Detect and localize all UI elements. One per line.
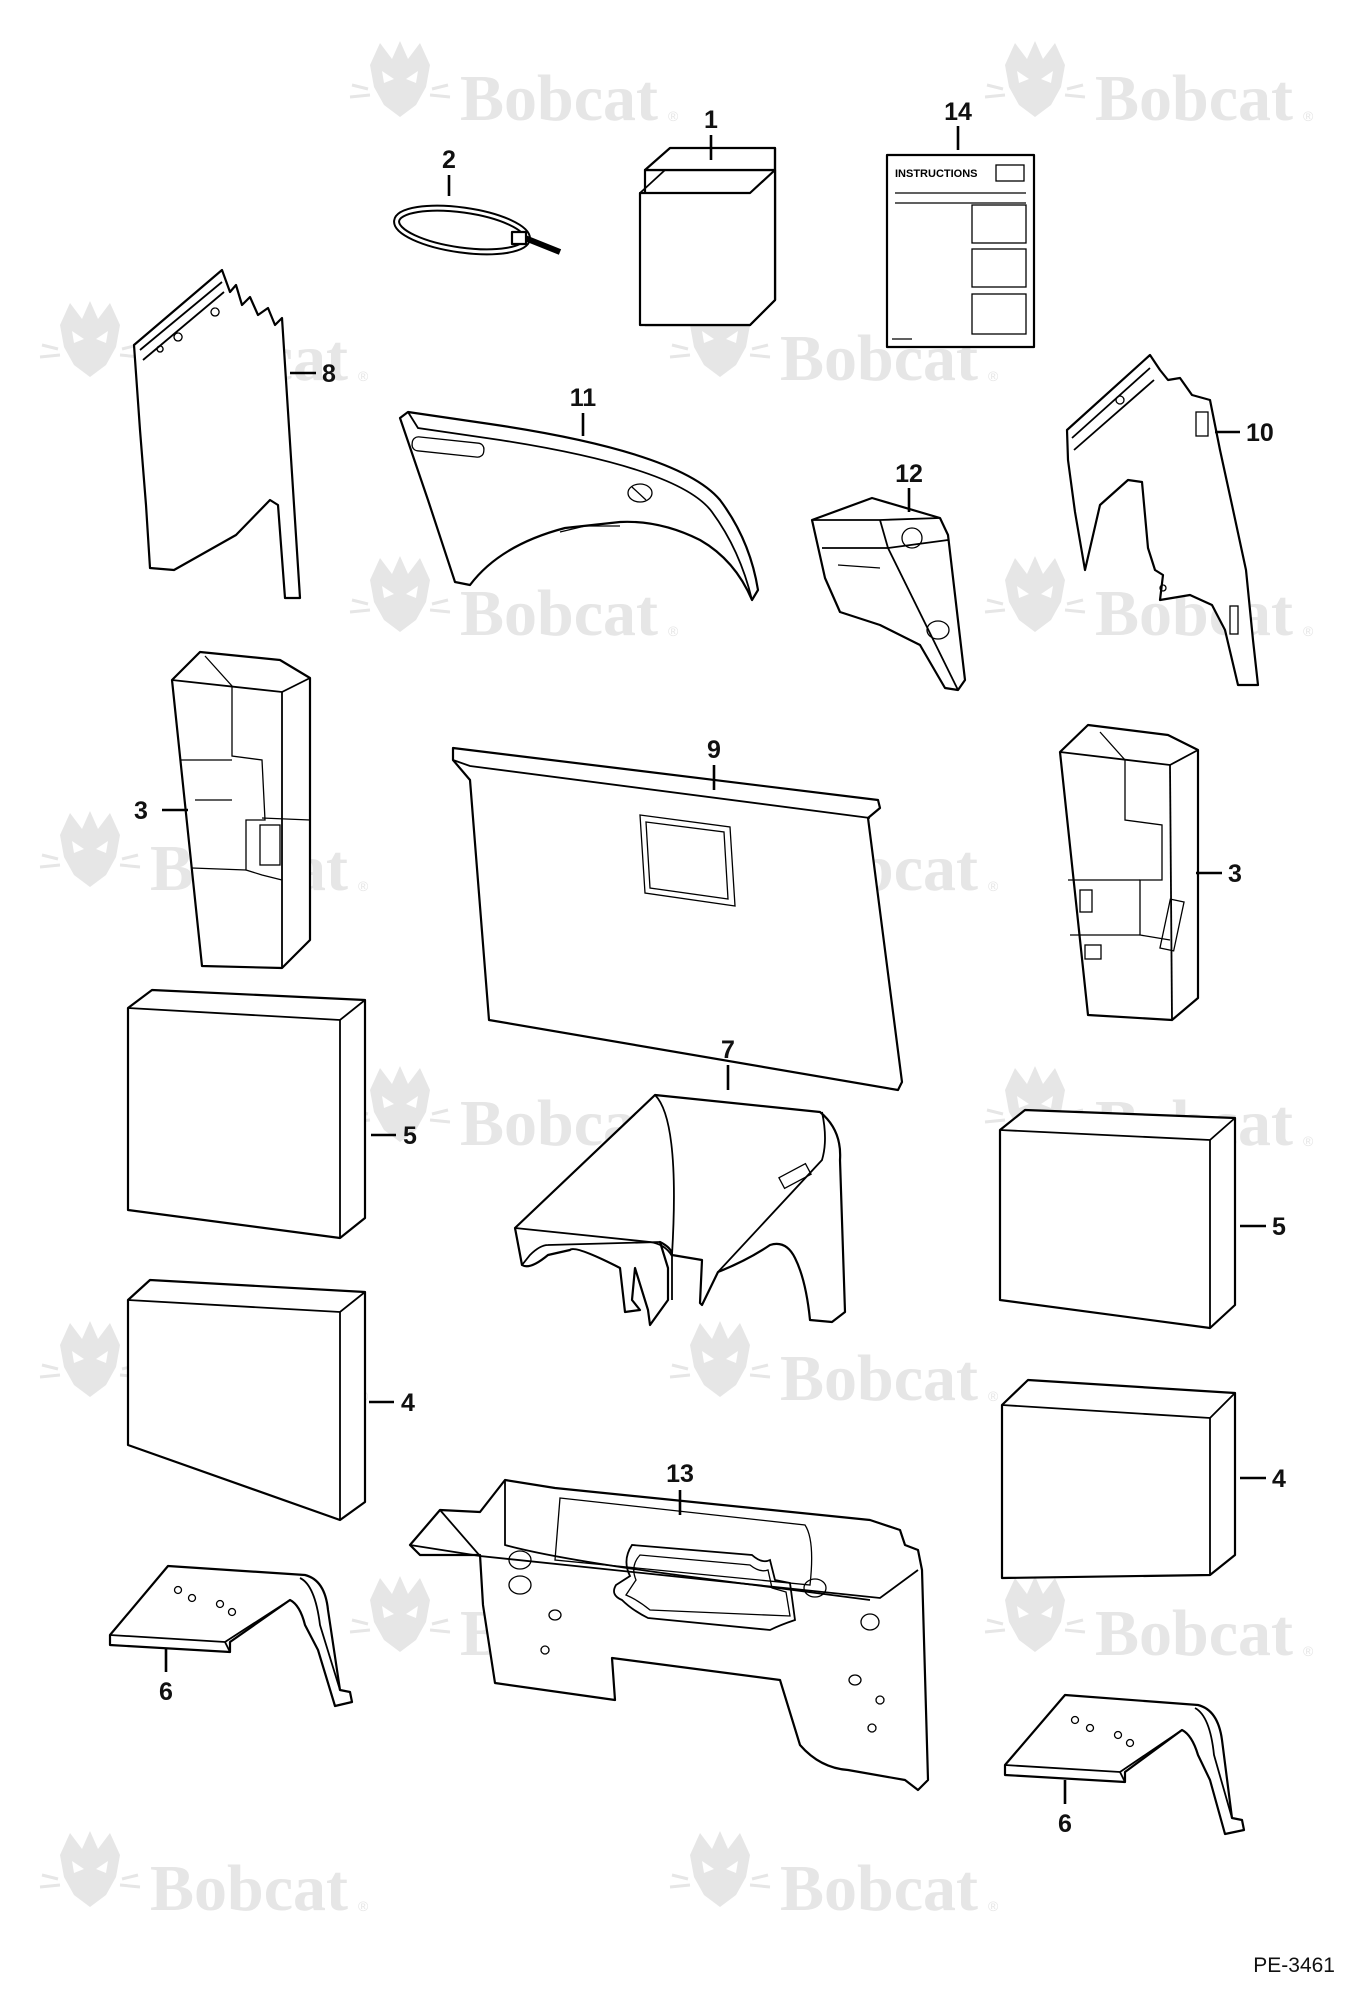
- part-13-base-plate: 13: [408, 1460, 930, 1792]
- figure-code: PE-3461: [1253, 1954, 1335, 1977]
- svg-text:®: ®: [358, 368, 369, 384]
- svg-text:®: ®: [1303, 1643, 1314, 1659]
- svg-text:®: ®: [988, 1898, 999, 1914]
- callout-3-right: 3: [1228, 860, 1242, 888]
- svg-text:®: ®: [668, 623, 679, 639]
- svg-text:®: ®: [988, 1388, 999, 1404]
- part-4-wedge-right: 4: [1000, 1378, 1286, 1580]
- callout-4-left: 4: [401, 1389, 415, 1417]
- svg-text:®: ®: [358, 1898, 369, 1914]
- callout-12: 12: [895, 460, 923, 488]
- part-8-side-panel: 8: [132, 268, 336, 600]
- part-7-tunnel-cover: 7: [513, 1036, 847, 1327]
- callout-9: 9: [707, 736, 721, 764]
- svg-text:®: ®: [1303, 1133, 1314, 1149]
- svg-text:Bobcat: Bobcat: [780, 1342, 978, 1415]
- part-6-angle-bracket-left: 6: [108, 1564, 354, 1708]
- callout-4-right: 4: [1272, 1465, 1286, 1493]
- callout-3-left: 3: [134, 797, 148, 825]
- part-11-fender-panel: 11: [398, 384, 760, 602]
- callout-14: 14: [944, 98, 972, 126]
- part-3-foam-block: 3: [134, 650, 312, 970]
- watermark: Bobcat ®: [38, 1829, 369, 1925]
- part-6-angle-bracket-right: 6: [1003, 1693, 1246, 1838]
- part-3-foam-block-right: 3: [1058, 723, 1242, 1022]
- instruction-sheet-heading: INSTRUCTIONS: [895, 168, 978, 180]
- svg-text:®: ®: [1303, 623, 1314, 639]
- part-12-bracket: 12: [810, 460, 967, 692]
- callout-5-right: 5: [1272, 1213, 1286, 1241]
- callout-10: 10: [1246, 419, 1274, 447]
- svg-text:Bobcat: Bobcat: [1095, 62, 1293, 135]
- svg-text:Bobcat: Bobcat: [460, 62, 658, 135]
- watermark: Bobcat ®: [983, 1574, 1314, 1670]
- watermark: Bobcat ®: [983, 39, 1314, 135]
- watermarks: Bobcat® Bobcat® Bobcat® Bobcat® Bobcat® …: [38, 39, 1314, 1925]
- watermark: Bobcat ®: [668, 1319, 999, 1415]
- callout-7: 7: [721, 1036, 735, 1064]
- part-5-block-right: 5: [998, 1108, 1286, 1330]
- watermark: Bobcat ®: [668, 1829, 999, 1925]
- callout-6-left: 6: [159, 1678, 173, 1706]
- svg-text:®: ®: [988, 368, 999, 384]
- svg-text:®: ®: [1303, 108, 1314, 124]
- callout-11: 11: [570, 384, 597, 412]
- callout-1: 1: [704, 106, 718, 134]
- callout-8: 8: [322, 360, 336, 388]
- watermark: Bobcat®: [983, 554, 1314, 650]
- part-10-side-panel: 10: [1065, 353, 1274, 687]
- watermark: Bobcat ®: [348, 39, 679, 135]
- callout-6-right: 6: [1058, 1810, 1072, 1838]
- watermark: Bobcat ®: [348, 554, 679, 650]
- part-2-cable-tie: 2: [393, 146, 562, 256]
- svg-text:®: ®: [668, 108, 679, 124]
- part-14-instruction-sheet: INSTRUCTIONS 14: [885, 98, 1036, 349]
- callout-13: 13: [666, 1460, 694, 1488]
- part-5-block-left: 5: [126, 988, 417, 1240]
- part-9-panel: 9: [451, 736, 904, 1092]
- svg-text:®: ®: [358, 878, 369, 894]
- callout-2: 2: [442, 146, 456, 174]
- part-1-box: 1: [638, 106, 777, 327]
- part-4-wedge-left: 4: [126, 1278, 415, 1522]
- svg-text:Bobcat: Bobcat: [1095, 1597, 1293, 1670]
- svg-text:®: ®: [988, 878, 999, 894]
- svg-text:Bobcat: Bobcat: [460, 577, 658, 650]
- svg-text:Bobcat: Bobcat: [150, 1852, 348, 1925]
- svg-text:Bobcat: Bobcat: [780, 1852, 978, 1925]
- callout-5-left: 5: [403, 1122, 417, 1150]
